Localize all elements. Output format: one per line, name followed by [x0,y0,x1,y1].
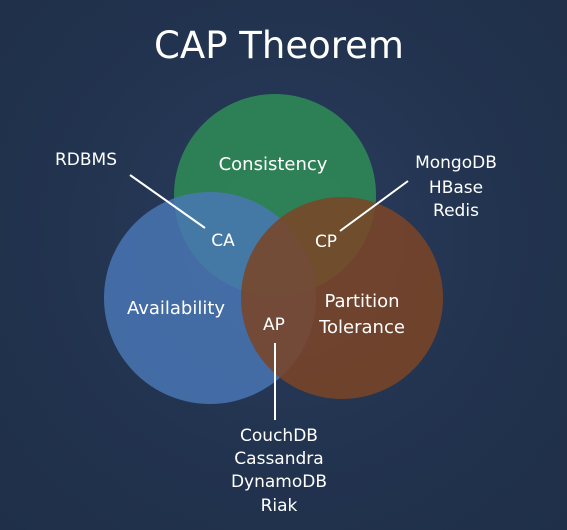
cassandra-label: Cassandra [234,449,323,469]
mongodb-label: MongoDB [415,153,497,173]
ap-label: AP [263,315,285,335]
partition-tolerance-circle [241,197,443,399]
partition-label-line-1: Partition [324,291,399,312]
consistency-label: Consistency [219,154,328,175]
availability-label: Availability [127,298,225,319]
riak-label: Riak [261,496,298,516]
ca-label: CA [211,231,235,251]
couchdb-label: CouchDB [240,426,318,446]
cp-label: CP [315,232,337,252]
redis-label: Redis [433,201,479,221]
hbase-label: HBase [429,178,483,198]
partition-label-line-2: Tolerance [318,317,405,338]
cp-group-connector [339,180,409,232]
rdbms-connector [129,174,206,229]
diagram-title: CAP Theorem [154,24,404,67]
rdbms-label: RDBMS [55,150,117,170]
dynamodb-label: DynamoDB [231,472,327,492]
